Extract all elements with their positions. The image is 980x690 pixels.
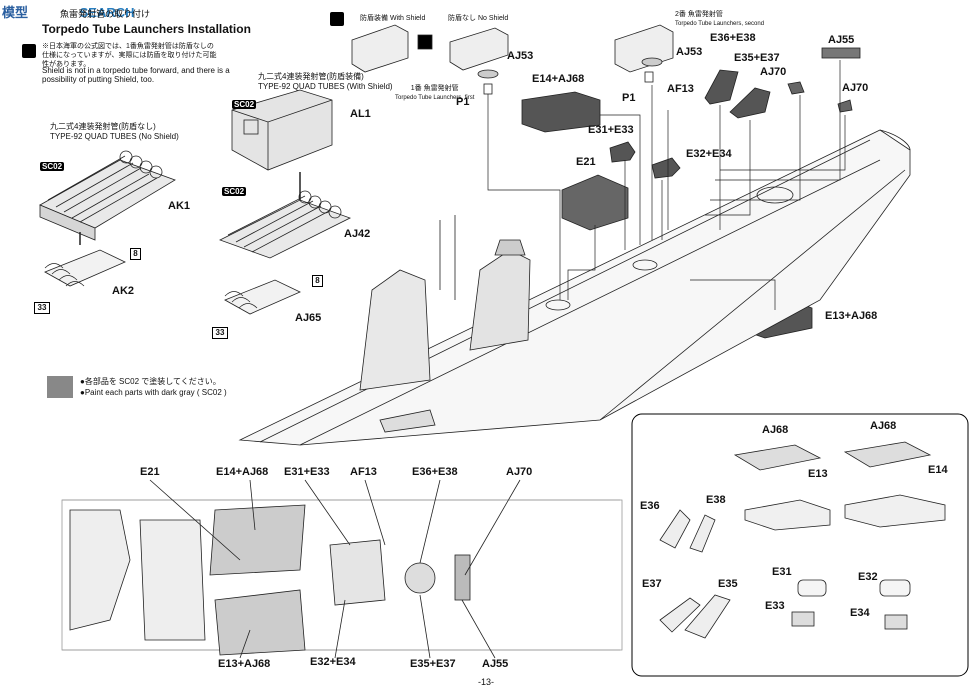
ship-hull-drawing (238, 129, 911, 446)
plan-label-af13: AF13 (350, 466, 377, 478)
e21-drawing (561, 174, 629, 231)
gray-swatch (47, 376, 73, 398)
page-title: Torpedo Tube Launchers Installation (42, 22, 251, 36)
label-af13: AF13 (667, 83, 694, 95)
plan-view-drawing (61, 479, 623, 659)
watermark-cn: 模型 (2, 5, 29, 20)
part-number-33: 33 (34, 302, 50, 314)
label-e21: E21 (576, 156, 596, 168)
inset-label-aj68-b: AJ68 (870, 420, 897, 432)
part-number-33: 33 (212, 327, 228, 339)
label-p1-first: P1 (456, 96, 470, 108)
inset-label-e37: E37 (642, 578, 662, 590)
brush-icon (330, 12, 344, 26)
aj55-drawing (821, 47, 861, 59)
inset-box (631, 413, 969, 677)
watermark: 模型 SEARCH (2, 2, 135, 21)
top-launcher-icons (351, 24, 674, 95)
title-jp: 魚雷発射管の取り付け (60, 9, 151, 19)
leader-lines (487, 60, 846, 310)
ak2-plate-drawing (44, 249, 126, 287)
plan-label-e31-e33: E31+E33 (284, 466, 330, 478)
aj70b-drawing (837, 99, 853, 113)
color-code-badge: SC02 (40, 162, 65, 171)
watermark-en: SEARCH (79, 5, 135, 20)
aj65-plate-drawing (224, 279, 301, 315)
inset-label-e32: E32 (858, 571, 878, 583)
paint-note-en: ●Paint each parts with dark gray ( SC02 … (80, 388, 227, 397)
plan-label-e21: E21 (140, 466, 160, 478)
label-aj53-first: AJ53 (507, 50, 534, 62)
label-e32-e34: E32+E34 (686, 148, 732, 160)
inset-label-e13: E13 (808, 468, 828, 480)
ak1-tubes-drawing (39, 150, 176, 241)
plan-label-aj55: AJ55 (482, 658, 509, 670)
label-aj55: AJ55 (828, 34, 855, 46)
label-ak2: AK2 (112, 285, 135, 297)
label-al1: AL1 (350, 108, 371, 120)
al1-shield-drawing (231, 89, 333, 171)
part-number-8: 8 (312, 275, 323, 287)
label-e13-aj68: E13+AJ68 (825, 310, 878, 322)
no-shield-title-jp: 九二式4連装発射管(防盾なし) (50, 122, 156, 131)
with-shield-label: 防盾装備 With Shield (360, 15, 426, 22)
plan-label-aj70: AJ70 (506, 466, 533, 478)
inset-label-e14: E14 (928, 464, 948, 476)
plan-label-e14-aj68: E14+AJ68 (216, 466, 269, 478)
inset-label-e34: E34 (850, 607, 870, 619)
no-shield-title-en: TYPE-92 QUAD TUBES (No Shield) (50, 132, 179, 141)
with-shield-title-en: TYPE-92 QUAD TUBES (With Shield) (258, 82, 393, 91)
inset-label-aj68-a: AJ68 (762, 424, 789, 436)
label-aj53-second: AJ53 (676, 46, 703, 58)
label-e14-aj68: E14+AJ68 (532, 73, 585, 85)
inset-label-e31: E31 (772, 566, 792, 578)
aj70-drawing (787, 81, 805, 95)
color-code-badge: SC02 (232, 100, 257, 109)
inset-drawings (659, 441, 946, 639)
aj42-tubes-drawing (218, 190, 352, 259)
inset-label-e33: E33 (765, 600, 785, 612)
label-ak1: AK1 (168, 200, 191, 212)
e35-e37-drawing (729, 87, 771, 119)
label-e36-e38: E36+E38 (710, 32, 756, 44)
label-aj70: AJ70 (760, 66, 787, 78)
label-aj70-second: AJ70 (842, 82, 869, 94)
plan-label-e36-e38: E36+E38 (412, 466, 458, 478)
label-aj42: AJ42 (344, 228, 371, 240)
label-p1-second: P1 (622, 92, 636, 104)
caution-icon (22, 44, 36, 58)
part-number-8: 8 (130, 248, 141, 260)
label-e31-e33: E31+E33 (588, 124, 634, 136)
note-en: Shield is not in a torpedo tube forward,… (42, 66, 230, 84)
page-number: -13- (478, 677, 495, 687)
e31-e33-drawing (609, 141, 636, 163)
e36-e38-drawing (704, 69, 739, 105)
label-aj65: AJ65 (295, 312, 322, 324)
label-e35-e37: E35+E37 (734, 52, 780, 64)
no-shield-label: 防盾なし No Shield (448, 15, 509, 22)
plan-label-e32-e34: E32+E34 (310, 656, 356, 668)
inset-label-e38: E38 (706, 494, 726, 506)
with-shield-title-jp: 九二式4連装発射管(防盾装備) (258, 72, 364, 81)
inset-label-e35: E35 (718, 578, 738, 590)
e32-e34-drawing (651, 157, 681, 179)
plan-label-e35-e37: E35+E37 (410, 658, 456, 670)
note-jp: ※日本海軍の公式図では、1番魚雷発射管は防盾なしの仕様になっていますが、実際には… (42, 43, 217, 68)
e14-aj68-drawing (521, 91, 601, 133)
color-code-badge: SC02 (222, 187, 247, 196)
paint-note-jp: ●各部品を SC02 で塗装してください。 (80, 377, 221, 386)
inset-label-e36: E36 (640, 500, 660, 512)
plan-label-e13-aj68: E13+AJ68 (218, 658, 271, 670)
